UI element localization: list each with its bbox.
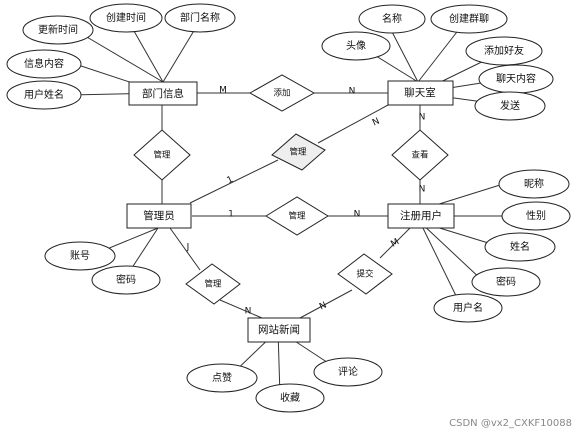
svg-text:点赞: 点赞	[212, 371, 232, 384]
attr-chat-content: 聊天内容	[478, 64, 554, 94]
attr-favorite: 收藏	[255, 383, 325, 413]
svg-text:用户姓名: 用户姓名	[24, 88, 64, 101]
svg-text:信息内容: 信息内容	[24, 57, 64, 70]
attr-dept-name: 部门名称	[164, 3, 236, 33]
attr-create-group: 创建群聊	[430, 4, 508, 34]
rel-view: 查看	[391, 129, 449, 181]
card-mu-user: N	[354, 210, 361, 220]
attr-ru-password: 密码	[471, 267, 541, 297]
card-mc-admin: 1	[225, 175, 234, 186]
rel-submit-label: 提交	[356, 269, 374, 280]
svg-text:姓名: 姓名	[510, 240, 530, 253]
rel-view-label: 查看	[411, 150, 428, 161]
attr-send: 发送	[474, 91, 546, 121]
svg-text:头像: 头像	[346, 40, 366, 52]
entity-reg-user: 注册用户	[387, 203, 455, 229]
svg-text:聊天内容: 聊天内容	[496, 72, 536, 85]
attr-nickname: 昵称	[498, 169, 570, 199]
attr-user-name: 用户姓名	[6, 80, 82, 110]
entity-dept-info: 部门信息	[128, 81, 198, 106]
attr-avatar: 头像	[321, 31, 391, 61]
attr-create-time: 创建时间	[89, 3, 163, 33]
svg-text:发送: 发送	[500, 99, 520, 112]
attr-cr-name: 名称	[358, 4, 426, 34]
attr-ad-password: 密码	[91, 265, 161, 295]
attr-comment: 评论	[313, 357, 383, 387]
attributes: 更新时间 创建时间 部门名称 信息内容 用户姓名 名称 创建群聊 头像	[6, 3, 571, 413]
entity-site-news: 网站新闻	[247, 317, 311, 343]
card-mn-admin: J	[186, 243, 190, 253]
attr-update-time: 更新时间	[22, 15, 94, 45]
svg-text:创建群聊: 创建群聊	[449, 12, 489, 25]
entity-chat-room-label: 聊天室	[404, 86, 436, 99]
svg-text:密码: 密码	[496, 275, 516, 288]
rel-manage-user: 管理	[265, 196, 329, 236]
card-view-user: N	[419, 185, 426, 195]
attr-account: 账号	[44, 241, 116, 271]
svg-text:昵称: 昵称	[524, 177, 544, 190]
card-add-chat: N	[349, 87, 356, 97]
svg-text:名称: 名称	[382, 12, 402, 25]
rel-manage-dept-label: 管理	[153, 150, 171, 161]
svg-text:更新时间: 更新时间	[38, 23, 78, 36]
card-mu-admin: 1	[228, 210, 234, 220]
svg-text:创建时间: 创建时间	[106, 11, 146, 24]
rel-manage-chat-label: 管理	[289, 147, 307, 158]
entity-reg-user-label: 注册用户	[400, 209, 442, 222]
card-sub-news: N	[318, 300, 328, 312]
card-mc-chat: N	[371, 116, 381, 128]
entity-chat-room: 聊天室	[387, 80, 454, 106]
rel-add-label: 添加	[273, 88, 290, 99]
rel-add: 添加	[248, 74, 316, 112]
rel-manage-chat: 管理	[271, 133, 326, 171]
rel-manage-news-label: 管理	[204, 279, 222, 290]
svg-text:性别: 性别	[526, 209, 546, 222]
entity-dept-info-label: 部门信息	[142, 87, 184, 100]
card-sub-user: M	[389, 237, 401, 250]
rel-manage-news: 管理	[185, 263, 241, 305]
attr-username: 用户名	[433, 293, 503, 323]
svg-text:评论: 评论	[338, 365, 358, 378]
entity-site-news-label: 网站新闻	[258, 323, 300, 336]
card-mn-news: N	[245, 307, 252, 317]
watermark: CSDN @vx2_CXKF10088	[449, 418, 572, 429]
rel-submit: 提交	[337, 253, 393, 295]
entity-admin: 管理员	[126, 203, 192, 229]
rel-manage-dept: 管理	[133, 129, 191, 181]
svg-text:添加好友: 添加好友	[484, 44, 524, 57]
svg-text:用户名: 用户名	[453, 301, 483, 314]
rel-manage-user-label: 管理	[288, 211, 306, 222]
attr-full-name: 姓名	[484, 232, 556, 262]
card-add-dept: M	[219, 86, 227, 96]
svg-text:账号: 账号	[70, 250, 90, 262]
attr-info-content: 信息内容	[6, 49, 82, 79]
cardinalities: M N 1 N N N 1 N J N M N	[186, 86, 426, 317]
svg-text:密码: 密码	[116, 273, 136, 286]
attr-like: 点赞	[186, 363, 258, 393]
entity-admin-label: 管理员	[143, 209, 175, 222]
card-view-chat: N	[419, 113, 426, 123]
attr-gender: 性别	[501, 201, 571, 231]
svg-text:收藏: 收藏	[280, 391, 300, 404]
attr-add-friend: 添加好友	[465, 36, 543, 66]
svg-text:部门名称: 部门名称	[180, 11, 220, 24]
